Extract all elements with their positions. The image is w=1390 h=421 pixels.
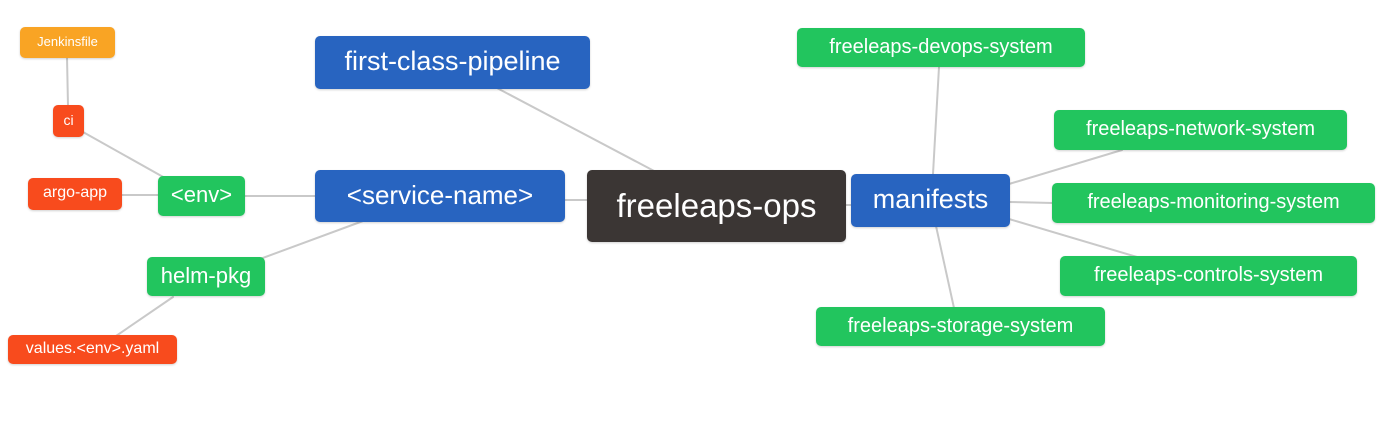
node-ci[interactable]: ci xyxy=(53,105,84,137)
node-storage-system[interactable]: freeleaps-storage-system xyxy=(816,307,1105,346)
edge-manifests-controls xyxy=(1008,218,1138,258)
node-freeleaps-ops[interactable]: freeleaps-ops xyxy=(587,170,846,242)
node-network-system[interactable]: freeleaps-network-system xyxy=(1054,110,1347,150)
node-env[interactable]: <env> xyxy=(158,176,245,216)
edge-manifests-storage xyxy=(935,225,955,309)
edge-pipeline-freeleaps-ops xyxy=(496,87,657,173)
edge-jenkinsfile-ci xyxy=(66,56,69,107)
node-service-name[interactable]: <service-name> xyxy=(315,170,565,222)
node-monitoring-system[interactable]: freeleaps-monitoring-system xyxy=(1052,183,1375,223)
node-manifests[interactable]: manifests xyxy=(851,174,1010,227)
node-jenkinsfile[interactable]: Jenkinsfile xyxy=(20,27,115,58)
node-controls-system[interactable]: freeleaps-controls-system xyxy=(1060,256,1357,296)
node-helm-pkg[interactable]: helm-pkg xyxy=(147,257,265,296)
edge-ci-env xyxy=(82,131,166,179)
edge-helm-pkg-service-name xyxy=(259,220,364,260)
edge-manifests-monitoring xyxy=(1008,201,1054,204)
edge-manifests-network xyxy=(1008,149,1123,185)
edge-manifests-devops xyxy=(932,66,940,175)
node-first-class-pipeline[interactable]: first-class-pipeline xyxy=(315,36,590,89)
node-argo-app[interactable]: argo-app xyxy=(28,178,122,210)
node-values-env-yaml[interactable]: values.<env>.yaml xyxy=(8,335,177,364)
edge-values-helm-pkg xyxy=(115,296,174,337)
node-devops-system[interactable]: freeleaps-devops-system xyxy=(797,28,1085,67)
